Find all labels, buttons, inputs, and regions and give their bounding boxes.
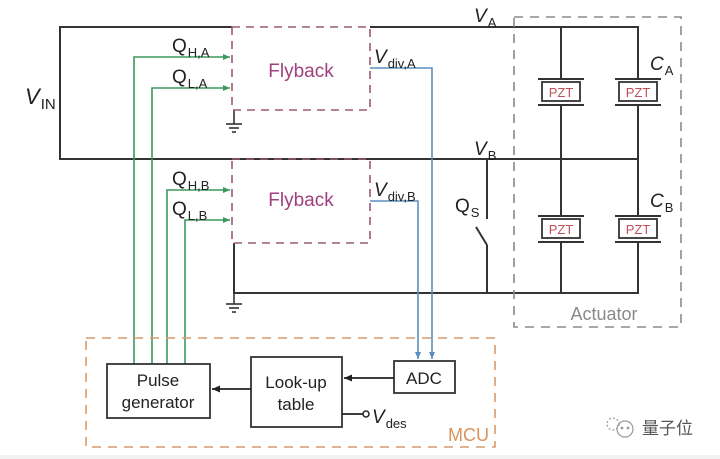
feedback-signal-wires xyxy=(370,67,435,359)
node-b-label: VB xyxy=(474,139,496,163)
mcu-label: MCU xyxy=(448,425,489,445)
mcu-box xyxy=(85,337,496,448)
pzt-element-a-right: PZT xyxy=(615,78,661,106)
watermark-text: 量子位 xyxy=(642,419,693,439)
vdiv-b-label: Vdiv,B xyxy=(374,180,416,204)
vin-label: VIN xyxy=(25,84,56,113)
feedback-wire-vdiv-a xyxy=(370,67,435,359)
vdiv-a-label: Vdiv,A xyxy=(374,47,416,71)
lookup-table-box xyxy=(250,356,343,428)
gate-wire-qhb xyxy=(166,187,230,364)
gate-wire-qha xyxy=(133,54,230,364)
vdes-terminal-icon xyxy=(362,410,370,418)
actuator-box xyxy=(513,16,682,328)
switch-qs-icon xyxy=(475,159,488,293)
node-a-label: VA xyxy=(474,6,497,30)
switch-qs-label: QS xyxy=(455,196,480,220)
pulse-generator-label-line1: Pulse xyxy=(137,371,180,390)
pzt-label: PZT xyxy=(549,85,574,100)
gate-wire-qla xyxy=(151,85,230,364)
pulse-generator-box xyxy=(106,363,211,419)
ground-icon-flyback-b xyxy=(226,293,242,313)
pzt-element-b-left: PZT xyxy=(538,215,584,243)
gate-wire-qlb xyxy=(184,217,230,364)
lookup-table-label-line2: table xyxy=(278,395,315,414)
adc-label: ADC xyxy=(406,369,442,388)
qha-label: QH,A xyxy=(172,36,210,60)
ground-icon-flyback-a xyxy=(226,110,242,133)
qla-label: QL,A xyxy=(172,67,208,91)
pzt-label: PZT xyxy=(626,222,651,237)
pzt-element-a-left: PZT xyxy=(538,78,584,106)
lookup-table-label-line1: Look-up xyxy=(265,373,326,392)
footer-bar xyxy=(0,455,720,459)
wechat-logo-icon xyxy=(606,417,634,438)
pzt-label: PZT xyxy=(626,85,651,100)
feedback-wire-vdiv-b xyxy=(370,200,421,359)
flyback-a-label: Flyback xyxy=(268,61,334,82)
pzt-label: PZT xyxy=(549,222,574,237)
cap-b-label: CB xyxy=(650,191,673,215)
ground-return-line xyxy=(233,243,639,294)
flyback-b-label: Flyback xyxy=(268,190,334,211)
qlb-label: QL,B xyxy=(172,199,207,223)
gate-signal-wires xyxy=(133,54,230,364)
adc-box xyxy=(393,360,456,394)
actuator-label: Actuator xyxy=(570,304,637,324)
watermark: 量子位 xyxy=(606,417,693,439)
vdes-label: Vdes xyxy=(372,407,407,431)
pulse-generator-label-line2: generator xyxy=(122,393,195,412)
pzt-element-b-right: PZT xyxy=(615,215,661,243)
cap-a-label: CA xyxy=(650,54,674,78)
qhb-label: QH,B xyxy=(172,169,209,193)
